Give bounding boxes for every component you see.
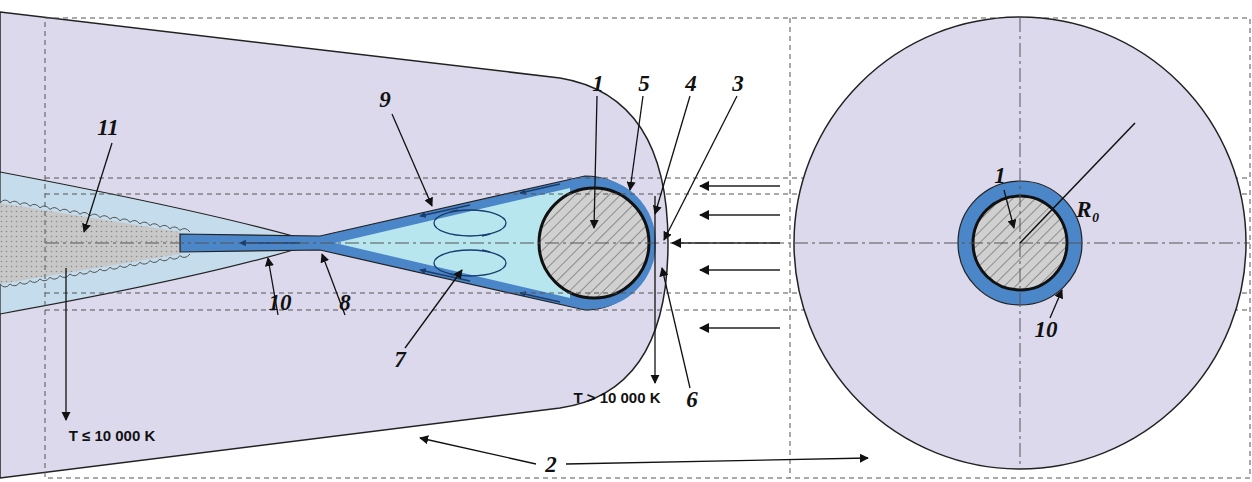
callout-number: 4 <box>685 71 697 96</box>
leader-lines <box>66 96 1062 464</box>
callout-number: 3 <box>732 71 744 96</box>
shock-section <box>794 17 1246 469</box>
callout-number: 10 <box>269 290 292 315</box>
shock-region <box>0 12 668 478</box>
temperature-label: T > 10 000 K <box>573 390 660 407</box>
incoming-flow <box>672 186 780 328</box>
callout-number: 11 <box>97 115 119 140</box>
callout-number: 1 <box>994 163 1006 188</box>
callout-number: 8 <box>339 290 351 315</box>
temperature-label: T ≤ 10 000 K <box>69 428 156 445</box>
turbulence-edge <box>0 200 190 232</box>
callout-number: 5 <box>638 71 650 96</box>
callout-number: 2 <box>545 452 557 477</box>
callout-number: R₀ <box>1076 197 1099 222</box>
callout-number: 1 <box>592 71 604 96</box>
guide-lines <box>45 18 1250 478</box>
callout-number: 7 <box>394 347 406 372</box>
callout-number: 6 <box>686 387 698 412</box>
vortex <box>434 210 506 236</box>
vortex <box>434 250 506 276</box>
turbulence-edge <box>0 254 190 287</box>
radius-line <box>1020 123 1135 243</box>
callout-number: 10 <box>1035 317 1058 342</box>
callout-number: 9 <box>379 87 391 112</box>
section-axes <box>794 18 1246 468</box>
